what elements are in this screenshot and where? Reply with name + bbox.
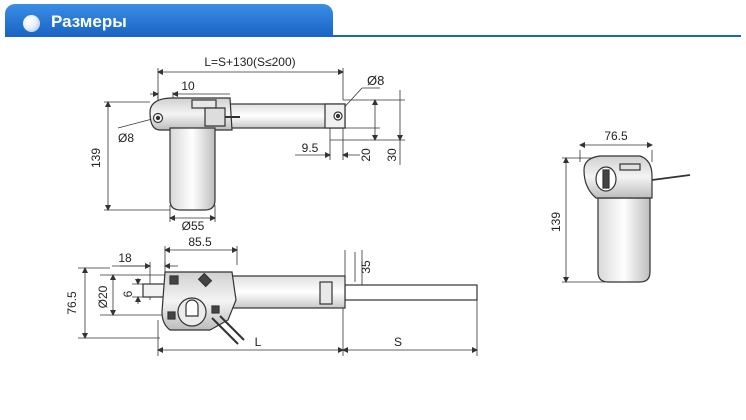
label-dim-20: 20 xyxy=(359,148,373,162)
label-length-formula: L=S+130(S≤200) xyxy=(204,55,295,69)
label-dim-85-5: 85.5 xyxy=(188,235,212,249)
label-dim-hole-left: Ø8 xyxy=(118,131,134,145)
header-underline xyxy=(5,35,741,37)
label-dim-hole-top: Ø8 xyxy=(367,73,384,88)
label-dim-10: 10 xyxy=(181,79,195,93)
label-dim-76-5-end: 76.5 xyxy=(604,129,628,143)
bullet-icon xyxy=(23,15,40,32)
top-view xyxy=(104,68,405,222)
label-dim-35: 35 xyxy=(359,260,373,274)
label-dim-motor-dia: Ø55 xyxy=(182,219,205,233)
label-dim-L: L xyxy=(255,335,262,349)
section-title: Размеры xyxy=(51,12,127,31)
label-dim-6: 6 xyxy=(121,290,135,297)
label-dim-S: S xyxy=(394,335,402,349)
label-dim-20-dia: Ø20 xyxy=(96,285,110,308)
side-view-body xyxy=(142,271,478,345)
top-view-body xyxy=(149,97,346,211)
label-dim-30: 30 xyxy=(385,148,399,162)
label-dim-139-top: 139 xyxy=(89,148,103,168)
label-dim-18: 18 xyxy=(118,251,132,265)
end-view-body xyxy=(583,155,691,283)
section-header: Размеры xyxy=(5,4,333,36)
label-dim-9-5: 9.5 xyxy=(302,141,319,155)
label-dim-76-5-side: 76.5 xyxy=(65,291,79,315)
label-dim-139-end: 139 xyxy=(549,212,563,232)
